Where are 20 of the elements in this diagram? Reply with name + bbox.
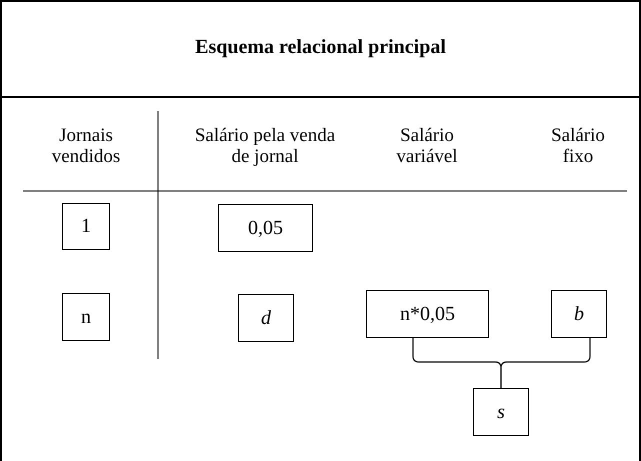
value-text: 0,05 <box>248 216 283 240</box>
value-text: n <box>81 306 91 328</box>
column-header: Salário pela venda de jornal <box>194 125 336 167</box>
value-text: s <box>497 400 505 424</box>
value-box <box>238 294 294 342</box>
value-box <box>473 388 529 436</box>
diagram-title: Esquema relacional principal <box>194 36 447 59</box>
value-text: n*0,05 <box>400 302 455 326</box>
value-box <box>551 290 607 338</box>
column-header: Jornais vendidos <box>50 125 122 167</box>
column-header: Salário fixo <box>550 125 606 167</box>
value-text: d <box>261 306 271 330</box>
column-header: Salário variável <box>395 125 459 167</box>
value-box <box>366 290 489 338</box>
value-text: b <box>574 302 584 326</box>
value-text: 1 <box>81 215 91 238</box>
value-box <box>62 203 110 250</box>
value-box <box>62 293 110 341</box>
value-box <box>218 204 313 252</box>
brace-connector <box>500 338 591 388</box>
